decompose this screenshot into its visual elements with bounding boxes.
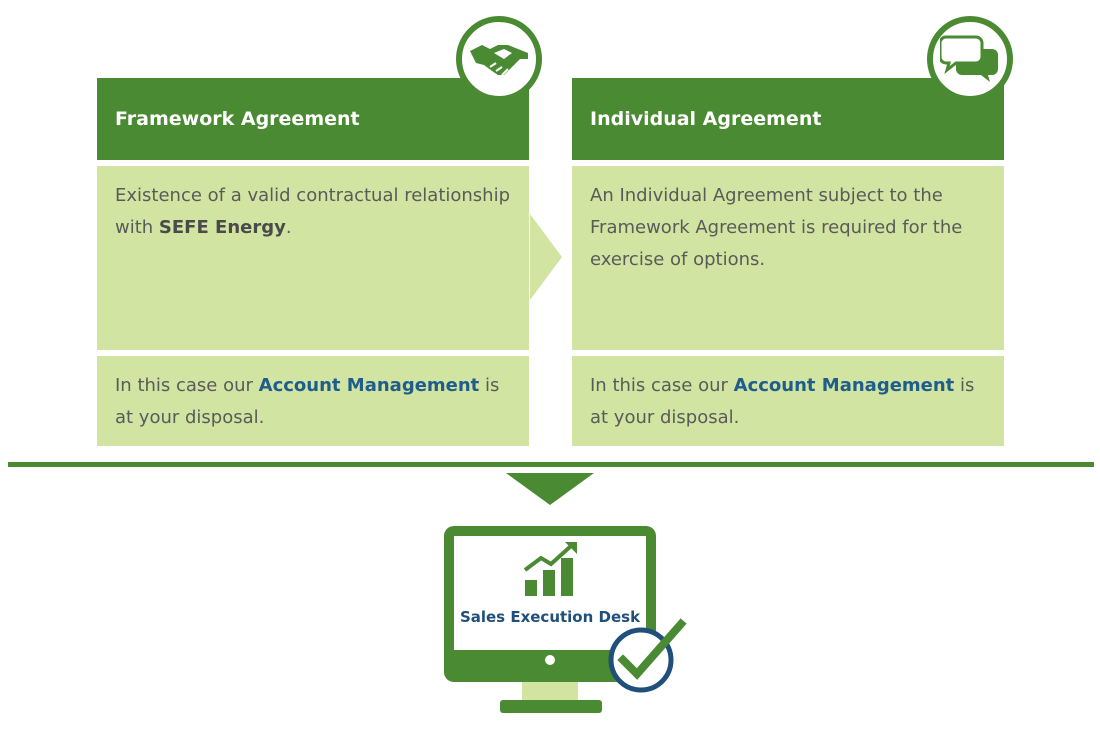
individual-agreement-note: In this case our Account Management is a… bbox=[572, 356, 1004, 446]
account-management-link[interactable]: Account Management bbox=[258, 375, 480, 396]
note-suffix: is at your disposal. bbox=[115, 375, 500, 428]
sales-execution-desk-label: Sales Execution Desk bbox=[459, 608, 641, 626]
checkmark-icon bbox=[608, 618, 687, 693]
individual-agreement-header: Individual Agreement bbox=[572, 78, 1004, 160]
handshake-icon-circle bbox=[456, 16, 542, 102]
note-suffix: is at your disposal. bbox=[590, 375, 975, 428]
right-arrow-connector bbox=[530, 214, 562, 300]
chat-bubbles-icon bbox=[940, 35, 998, 82]
chat-icon-circle bbox=[927, 16, 1013, 102]
note-prefix: In this case our bbox=[590, 375, 734, 396]
account-management-link[interactable]: Account Management bbox=[733, 375, 955, 396]
individual-agreement-body: An Individual Agreement subject to the F… bbox=[572, 166, 1004, 350]
handshake-icon bbox=[470, 45, 528, 76]
framework-body-text: Existence of a valid contractual relatio… bbox=[115, 185, 511, 238]
framework-agreement-title: Framework Agreement bbox=[115, 108, 360, 130]
framework-agreement-body: Existence of a valid contractual relatio… bbox=[97, 166, 529, 350]
framework-agreement-header: Framework Agreement bbox=[97, 78, 529, 160]
company-name: SEFE Energy bbox=[158, 217, 286, 238]
framework-agreement-note: In this case our Account Management is a… bbox=[97, 356, 529, 446]
bar-chart-growth-icon bbox=[523, 542, 577, 596]
individual-body-text: An Individual Agreement subject to the F… bbox=[590, 185, 963, 270]
down-arrow bbox=[506, 473, 594, 505]
individual-agreement-title: Individual Agreement bbox=[590, 108, 822, 130]
note-prefix: In this case our bbox=[115, 375, 259, 396]
framework-body-suffix: . bbox=[285, 217, 292, 238]
green-divider-line bbox=[8, 462, 1094, 467]
